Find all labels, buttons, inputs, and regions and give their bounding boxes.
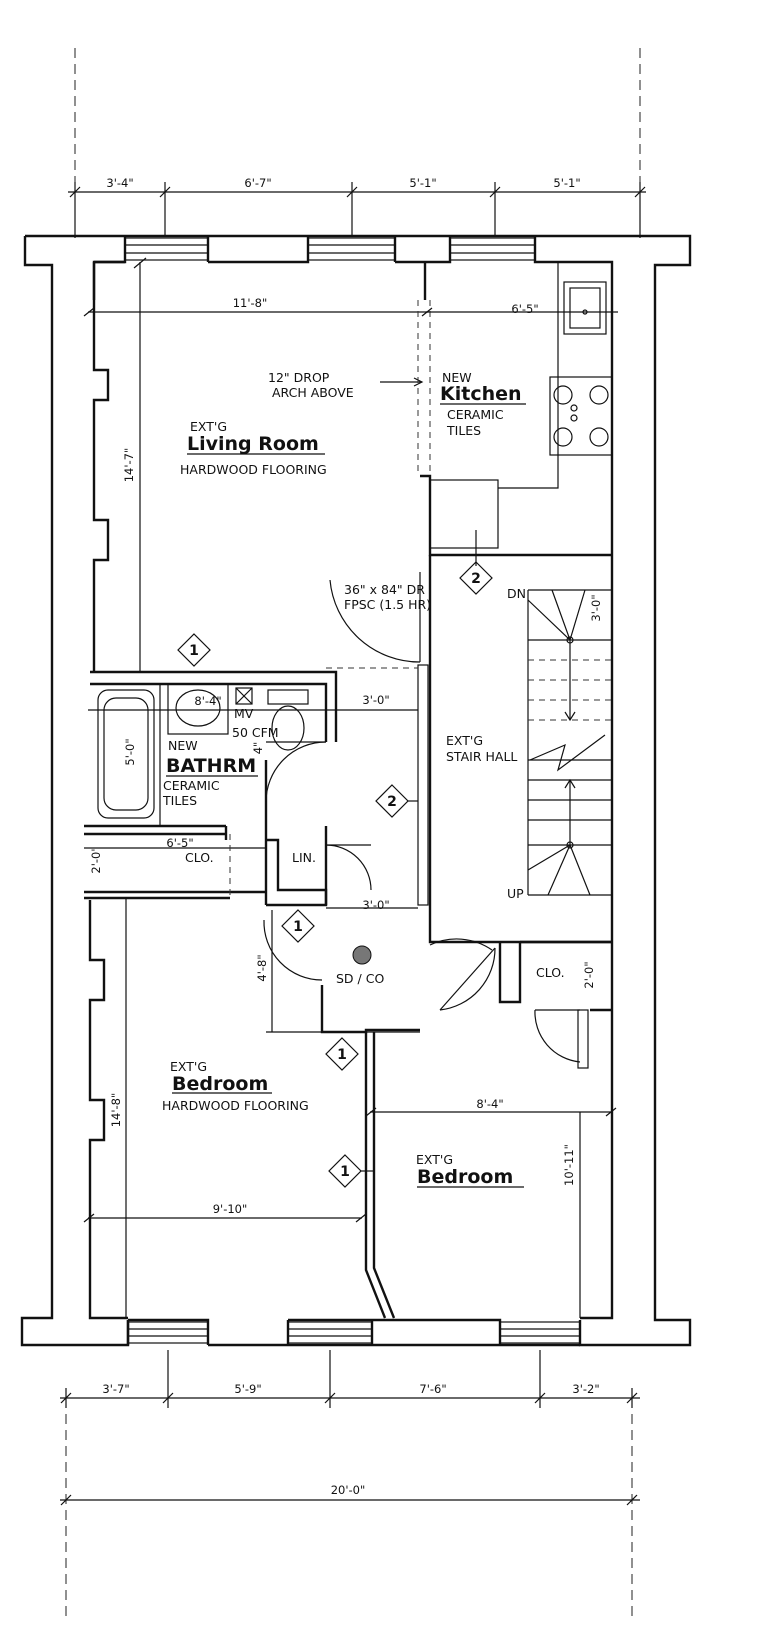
living-floor: HARDWOOD FLOORING	[180, 462, 327, 477]
bed2-name: Bedroom	[417, 1166, 513, 1188]
kitchen-floor-1: CERAMIC	[447, 407, 504, 422]
keynote-tags: 2 1 2 1 1 1	[177, 561, 493, 1188]
stair-up-label: UP	[507, 886, 524, 901]
bedroom-partition	[364, 1032, 396, 1319]
entry-door: 36" x 84" DR FPSC (1.5 HR)	[329, 572, 431, 663]
stair-label-2: STAIR HALL	[446, 749, 517, 764]
bottom-dim-3: 7'-6"	[419, 1382, 446, 1396]
bath-width-dim: 8'-4"	[194, 694, 221, 708]
window-top-3	[449, 237, 536, 261]
keynote-tag-1-partition: 1	[328, 1154, 374, 1188]
top-dimension-string: 3'-4" 6'-7" 5'-1" 5'-1"	[68, 176, 646, 236]
bed2-depth-dim: 10'-11"	[562, 1144, 576, 1186]
closet1-width-dim: 6'-5"	[166, 836, 193, 850]
bottom-dim-1: 3'-7"	[102, 1382, 129, 1396]
bedroom-2: 8'-4" 10'-11" EXT'G Bedroom	[365, 1097, 617, 1318]
keynote-tag-1-living: 1	[177, 633, 211, 667]
bed1-floor: HARDWOOD FLOORING	[162, 1098, 309, 1113]
door-spec-line1: 36" x 84" DR	[344, 582, 425, 597]
bed1-prefix: EXT'G	[170, 1059, 207, 1074]
living-prefix: EXT'G	[190, 419, 227, 434]
bathtub	[97, 689, 155, 819]
property-lines	[65, 48, 641, 1622]
top-dim-1: 3'-4"	[106, 176, 133, 190]
living-width-dim: 11'-8"	[233, 296, 268, 310]
window-bottom-3	[499, 1321, 581, 1344]
living-depth-dim: 14'-7"	[122, 448, 136, 483]
bottom-dimension-string: 3'-7" 5'-9" 7'-6" 3'-2" 20'-0"	[60, 1350, 640, 1506]
arch-note-line1: 12" DROP	[268, 370, 330, 385]
hall-dim-2: 3'-0"	[362, 898, 389, 912]
hall: 3'-0" LIN. 6'-5" CLO. 2'-0" 3'-0" 4'-8" …	[84, 667, 496, 1034]
stair-width-dim: 3'-0"	[589, 594, 603, 621]
window-top-2	[307, 237, 396, 261]
detector-label: SD / CO	[336, 971, 384, 986]
top-dim-3: 5'-1"	[409, 176, 436, 190]
keynote-tag-2-hall: 2	[375, 784, 418, 818]
keynote-tag-2-kitchen: 2	[459, 561, 493, 595]
door-spec-line2: FPSC (1.5 HR)	[344, 597, 431, 612]
kitchen-sink	[563, 281, 607, 335]
keynote-tag-1-hall: 1	[325, 1037, 359, 1071]
overall-width-dim: 20'-0"	[331, 1483, 366, 1497]
svg-text:2: 2	[471, 571, 481, 587]
svg-text:1: 1	[293, 919, 303, 935]
toilet	[267, 689, 309, 705]
living-room: 11'-8" 14'-7" 12" DROP ARCH ABOVE EXT'G …	[83, 257, 433, 672]
kitchen-name: Kitchen	[440, 383, 522, 405]
top-dim-2: 6'-7"	[244, 176, 271, 190]
svg-text:2: 2	[387, 794, 397, 810]
window-bottom-2	[287, 1321, 373, 1344]
window-bottom-1	[127, 1321, 209, 1344]
closet2-depth-dim: 2'-0"	[582, 961, 596, 988]
bottom-dim-4: 3'-2"	[572, 1382, 599, 1396]
stair-label-1: EXT'G	[446, 733, 483, 748]
living-room-name: Living Room	[187, 433, 319, 455]
stair-down-label: DN	[507, 586, 526, 601]
kitchen-range	[549, 376, 613, 456]
keynote-tag-1-linen: 1	[281, 909, 315, 943]
bed1-depth-dim: 14'-8"	[109, 1093, 123, 1128]
bed2-prefix: EXT'G	[416, 1152, 453, 1167]
bedroom-1: 14'-8" EXT'G Bedroom HARDWOOD FLOORING 9…	[83, 898, 367, 1318]
closet-2: CLO. 2'-0"	[498, 940, 612, 1069]
arch-note-line2: ARCH ABOVE	[272, 385, 354, 400]
svg-text:1: 1	[340, 1164, 350, 1180]
fan-dim: 4"	[251, 742, 265, 755]
fan-label-2: 50 CFM	[232, 725, 279, 740]
fan-label-1: MV	[234, 706, 254, 721]
vanity	[167, 683, 229, 735]
bath-prefix: NEW	[168, 738, 198, 753]
bath-floor-2: TILES	[162, 793, 197, 808]
closet1-depth-dim: 2'-0"	[89, 846, 103, 873]
smoke-co-detector	[352, 945, 372, 965]
stair-hall: EXT'G STAIR HALL DN UP 3'-0"	[417, 554, 612, 944]
bottom-dim-2: 5'-9"	[234, 1382, 261, 1396]
kitchen: 6'-5" NEW Kitchen CERAMIC TILES	[420, 262, 618, 566]
exterior-walls	[20, 234, 692, 1347]
bath-floor-1: CERAMIC	[163, 778, 220, 793]
kitchen-width-dim: 6'-5"	[511, 302, 538, 316]
top-dim-4: 5'-1"	[553, 176, 580, 190]
hall-depth-dim: 4'-8"	[255, 954, 269, 981]
bath-depth-dim: 5'-0"	[123, 738, 137, 765]
hall-dim-1: 3'-0"	[362, 693, 389, 707]
svg-text:1: 1	[337, 1047, 347, 1063]
closet1-label: CLO.	[185, 850, 214, 865]
window-top-1	[124, 237, 209, 261]
bed1-name: Bedroom	[172, 1073, 268, 1095]
exhaust-fan	[235, 687, 253, 705]
bed1-width-dim: 9'-10"	[213, 1202, 248, 1216]
bathroom: 5'-0" 8'-4" MV 50 CFM 4" NEW BATHRM CERA…	[84, 670, 418, 840]
kitchen-floor-2: TILES	[446, 423, 481, 438]
kitchen-prefix: NEW	[442, 370, 472, 385]
linen-label: LIN.	[292, 850, 316, 865]
svg-text:1: 1	[189, 643, 199, 659]
closet2-label: CLO.	[536, 965, 565, 980]
bed2-width-dim: 8'-4"	[476, 1097, 503, 1111]
bath-name: BATHRM	[166, 755, 256, 777]
